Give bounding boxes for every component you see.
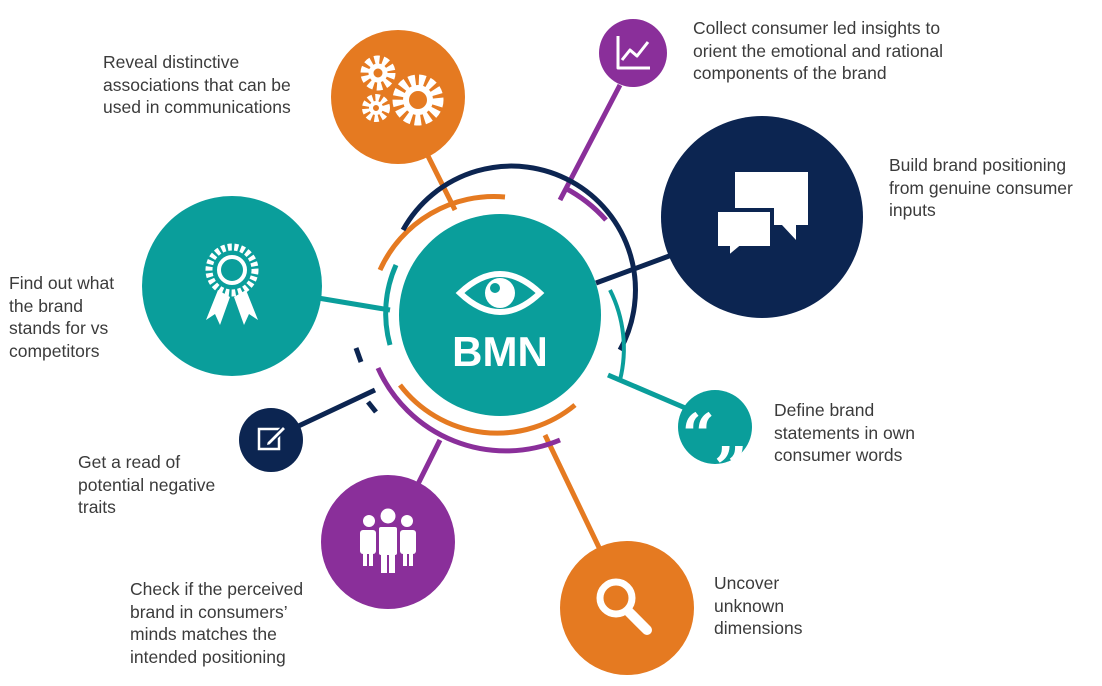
node-chat: [661, 116, 863, 318]
gears-icon: [360, 55, 444, 126]
ring-arc-orange-bottom: [398, 383, 577, 436]
line-chart-icon: [616, 36, 650, 70]
magnifier-icon: [596, 578, 652, 635]
connector-quote: [607, 372, 691, 413]
label-chat: Build brand positioning from genuine con…: [889, 155, 1073, 220]
connector-chat: [595, 249, 681, 286]
label-ribbon: Find out what the brand stands for vs co…: [9, 273, 115, 361]
people-group-icon: [360, 508, 416, 573]
node-edit: [239, 408, 303, 472]
ring-tick-left-2: [366, 400, 378, 414]
label-chart: Collect consumer led insights to orient …: [693, 18, 944, 83]
center-rings: [353, 163, 638, 454]
node-people: [321, 475, 455, 609]
connector-gears: [422, 148, 458, 212]
node-search: [560, 541, 694, 675]
center-hub: BMN: [399, 214, 601, 416]
node-gears: [331, 30, 465, 164]
node-ribbon: [142, 196, 322, 376]
ring-arc-orange-top: [377, 194, 506, 272]
label-quote: Define brand statements in own consumer …: [774, 400, 916, 465]
connector-search: [542, 433, 608, 562]
label-people: Check if the perceived brand in consumer…: [130, 579, 304, 667]
eye-icon: [455, 271, 545, 315]
label-edit: Get a read of potential negative traits: [78, 452, 216, 517]
node-chart: [599, 19, 667, 87]
quote-icon: “„: [682, 401, 749, 469]
connector-edit: [288, 387, 377, 433]
center-label: BMN: [452, 328, 548, 375]
ring-tick-left-1: [353, 347, 364, 363]
ring-arc-purple-top: [563, 185, 608, 222]
ring-arc-purple-bottom: [375, 366, 561, 454]
edit-icon: [257, 424, 288, 451]
award-ribbon-icon: [205, 243, 259, 325]
label-gears: Reveal distinctive associations that can…: [103, 52, 291, 117]
ring-arc-teal-left: [383, 263, 399, 346]
chat-bubbles-icon: [714, 172, 808, 263]
ring-arc-teal-right: [608, 289, 626, 381]
node-quote: “„: [678, 390, 752, 469]
ring-arc-navy-inner: [400, 163, 638, 352]
label-search: Uncover unknown dimensions: [714, 573, 803, 638]
